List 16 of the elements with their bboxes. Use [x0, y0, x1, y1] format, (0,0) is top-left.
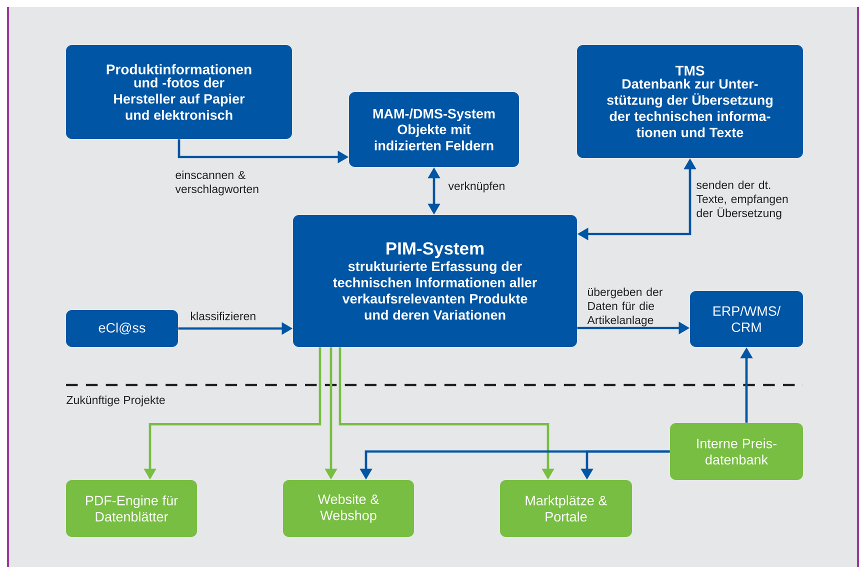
process-box: ERP/WMS/ CRM: [690, 291, 803, 347]
edge-label: übergeben der Daten für die Artikelanlage: [587, 288, 663, 326]
process-box: PDF-Engine für Datenblätter: [66, 480, 197, 537]
process-box: Produktinformationen und -fotos der Hersteller auf Papier und elektronisch: [66, 45, 292, 139]
process-box: eCl@ss: [66, 310, 178, 347]
process-box: Interne Preis- datenbank: [670, 423, 803, 480]
process-box: TMS Datenbank zur Unter- stützung der Übersetzung der technischen informa- tionen und Texte: [577, 45, 803, 158]
edge-label: senden der dt. Texte, empfangen der Übersetzung: [696, 180, 788, 220]
edge-label: verknüpfen: [448, 182, 504, 192]
edge-label: einscannen & verschlagworten: [175, 170, 258, 196]
process-box: Marktplätze & Portale: [500, 480, 632, 537]
process-box: PIM-System strukturierte Erfassung der technischen Informationen aller verkaufsrelevanten Produkte und deren Variationen: [293, 215, 577, 347]
section-label: Zukünftige Projekte: [66, 396, 165, 406]
process-box: MAM-/DMS-System Objekte mit indizierten Feldern: [349, 92, 519, 167]
process-box: Website & Webshop: [283, 480, 414, 537]
edge-label: klassifizieren: [191, 312, 256, 320]
